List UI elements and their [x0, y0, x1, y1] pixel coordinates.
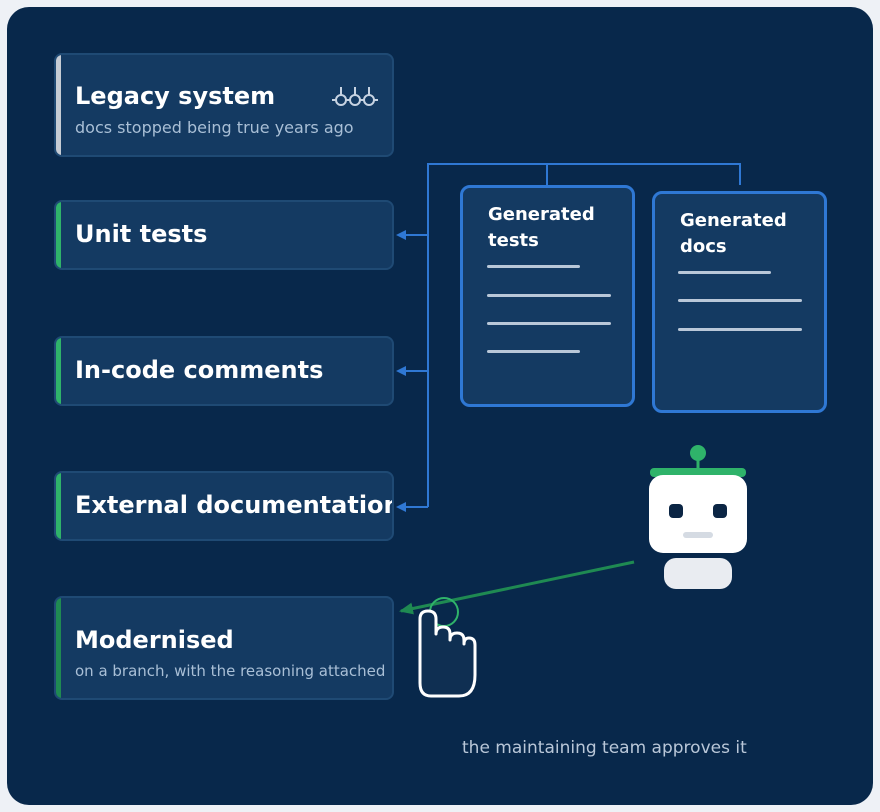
modernised-subtitle: on a branch, with the reasoning attached	[75, 662, 386, 680]
card-stripe	[56, 202, 61, 268]
modernised-title: Modernised	[75, 626, 234, 654]
card-stripe	[56, 473, 61, 539]
connector-bracket	[427, 163, 741, 507]
generated-tests-document: Generated tests	[460, 185, 635, 407]
card-stripe	[56, 338, 61, 404]
legacy-system-card: Legacy system docs stopped being true ye…	[54, 53, 394, 157]
arrow-icon	[399, 560, 635, 615]
generated-docs-document: Generated docs	[652, 191, 827, 413]
legacy-title: Legacy system	[75, 82, 276, 110]
text-line	[487, 294, 611, 297]
modernised-card: Modernised on a branch, with the reasoni…	[54, 596, 394, 700]
approval-caption: the maintaining team approves it	[462, 738, 747, 758]
legacy-stripe	[56, 55, 61, 155]
text-line	[678, 328, 802, 331]
card-stripe	[56, 598, 61, 698]
text-line	[487, 350, 580, 353]
connector-layer	[396, 163, 747, 698]
unit-tests-card: Unit tests	[54, 200, 394, 270]
external-documentation-card: External documentation	[54, 471, 394, 541]
text-line	[487, 322, 611, 325]
text-line	[487, 265, 580, 268]
hand-pointer-icon	[418, 597, 477, 698]
in-code-comments-card: In-code comments	[54, 336, 394, 406]
unit-tests-title: Unit tests	[75, 220, 208, 248]
external-documentation-title: External documentation	[75, 491, 394, 519]
pipeline-icon	[332, 87, 378, 106]
generated-docs-title: Generated docs	[680, 210, 787, 257]
generated-tests-title: Generated tests	[488, 204, 595, 251]
in-code-comments-title: In-code comments	[75, 356, 324, 384]
legacy-subtitle: docs stopped being true years ago	[75, 118, 354, 137]
text-line	[678, 271, 771, 274]
diagram-canvas: Legacy system docs stopped being true ye…	[7, 7, 873, 805]
text-line	[678, 299, 802, 302]
robot-icon	[649, 445, 747, 589]
